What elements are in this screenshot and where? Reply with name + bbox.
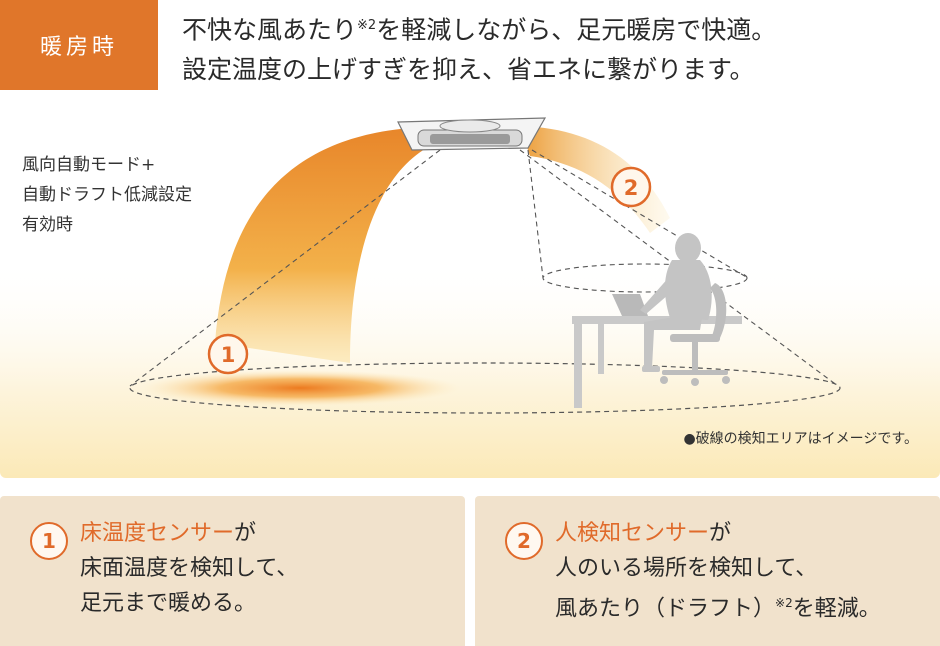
panel-number-badge: 2	[505, 522, 543, 560]
headline-line1-text: 不快な風あたり	[182, 15, 358, 45]
person-silhouette	[640, 233, 712, 372]
detection-line	[531, 149, 749, 279]
mode-label-line: 風向自動モード+	[22, 155, 156, 175]
footnote-mark: ※2	[357, 18, 377, 33]
headline-line2: 設定温度の上げすぎを抑え、省エネに繋がります。	[182, 55, 755, 85]
airflow-illustration: 1 2	[0, 117, 940, 478]
ceiling-air-conditioner	[397, 117, 547, 151]
person-sensor-badge: 2	[610, 166, 652, 208]
headline: 不快な風あたり※2を軽減しながら、足元暖房で快適。 設定温度の上げすぎを抑え、省…	[182, 6, 776, 90]
panel-line-text: を軽減。	[792, 596, 881, 622]
panel-title-suffix: が	[234, 521, 257, 546]
headline-line1: 不快な風あたり※2を軽減しながら、足元暖房で快適。	[182, 6, 776, 50]
panel-line: 足元まで暖める。	[80, 591, 257, 616]
panel-line: 床面温度を検知して、	[80, 556, 299, 581]
footnote-mark: ※2	[775, 596, 793, 610]
panel-text: 床温度センサーが 床面温度を検知して、 足元まで暖める。	[80, 516, 298, 621]
panel-title-line: 人検知センサーが	[555, 516, 881, 551]
mode-label: 風向自動モード+ 自動ドラフト低減設定 有効時	[22, 150, 192, 240]
laptop	[612, 294, 648, 316]
panel-title-suffix: が	[709, 521, 732, 546]
floor-detection-area	[129, 362, 841, 414]
panel-line-text: 風あたり（ドラフト）	[555, 596, 776, 622]
detection-line	[129, 149, 441, 387]
detection-area-note: ●破線の検知エリアはイメージです。	[683, 431, 918, 447]
panel-line: 人のいる場所を検知して、	[555, 556, 818, 581]
heating-mode-tag: 暖房時	[0, 0, 158, 90]
left-airflow-arc	[215, 128, 430, 363]
panel-text: 人検知センサーが 人のいる場所を検知して、 風あたり（ドラフト）※2を軽減。	[555, 516, 881, 626]
svg-text:2: 2	[624, 176, 639, 200]
panel-title: 人検知センサー	[555, 521, 710, 546]
mode-label-line: 自動ドラフト低減設定	[22, 185, 192, 205]
panel-line: 風あたり（ドラフト）※2を軽減。	[555, 586, 881, 626]
floor-heat-spot	[140, 370, 460, 406]
panel-number-badge: 1	[30, 522, 68, 560]
svg-text:1: 1	[221, 343, 236, 367]
office-chair	[660, 283, 730, 386]
panel-title: 床温度センサー	[80, 521, 235, 546]
headline-line1-rest: を軽減しながら、足元暖房で快適。	[376, 15, 777, 45]
mode-label-line: 有効時	[22, 215, 73, 235]
floor-sensor-panel: 1 床温度センサーが 床面温度を検知して、 足元まで暖める。	[0, 496, 465, 646]
detection-line	[527, 149, 544, 279]
panel-title-line: 床温度センサーが	[80, 516, 298, 551]
person-sensor-panel: 2 人検知センサーが 人のいる場所を検知して、 風あたり（ドラフト）※2を軽減。	[475, 496, 940, 646]
floor-sensor-badge: 1	[207, 333, 249, 375]
